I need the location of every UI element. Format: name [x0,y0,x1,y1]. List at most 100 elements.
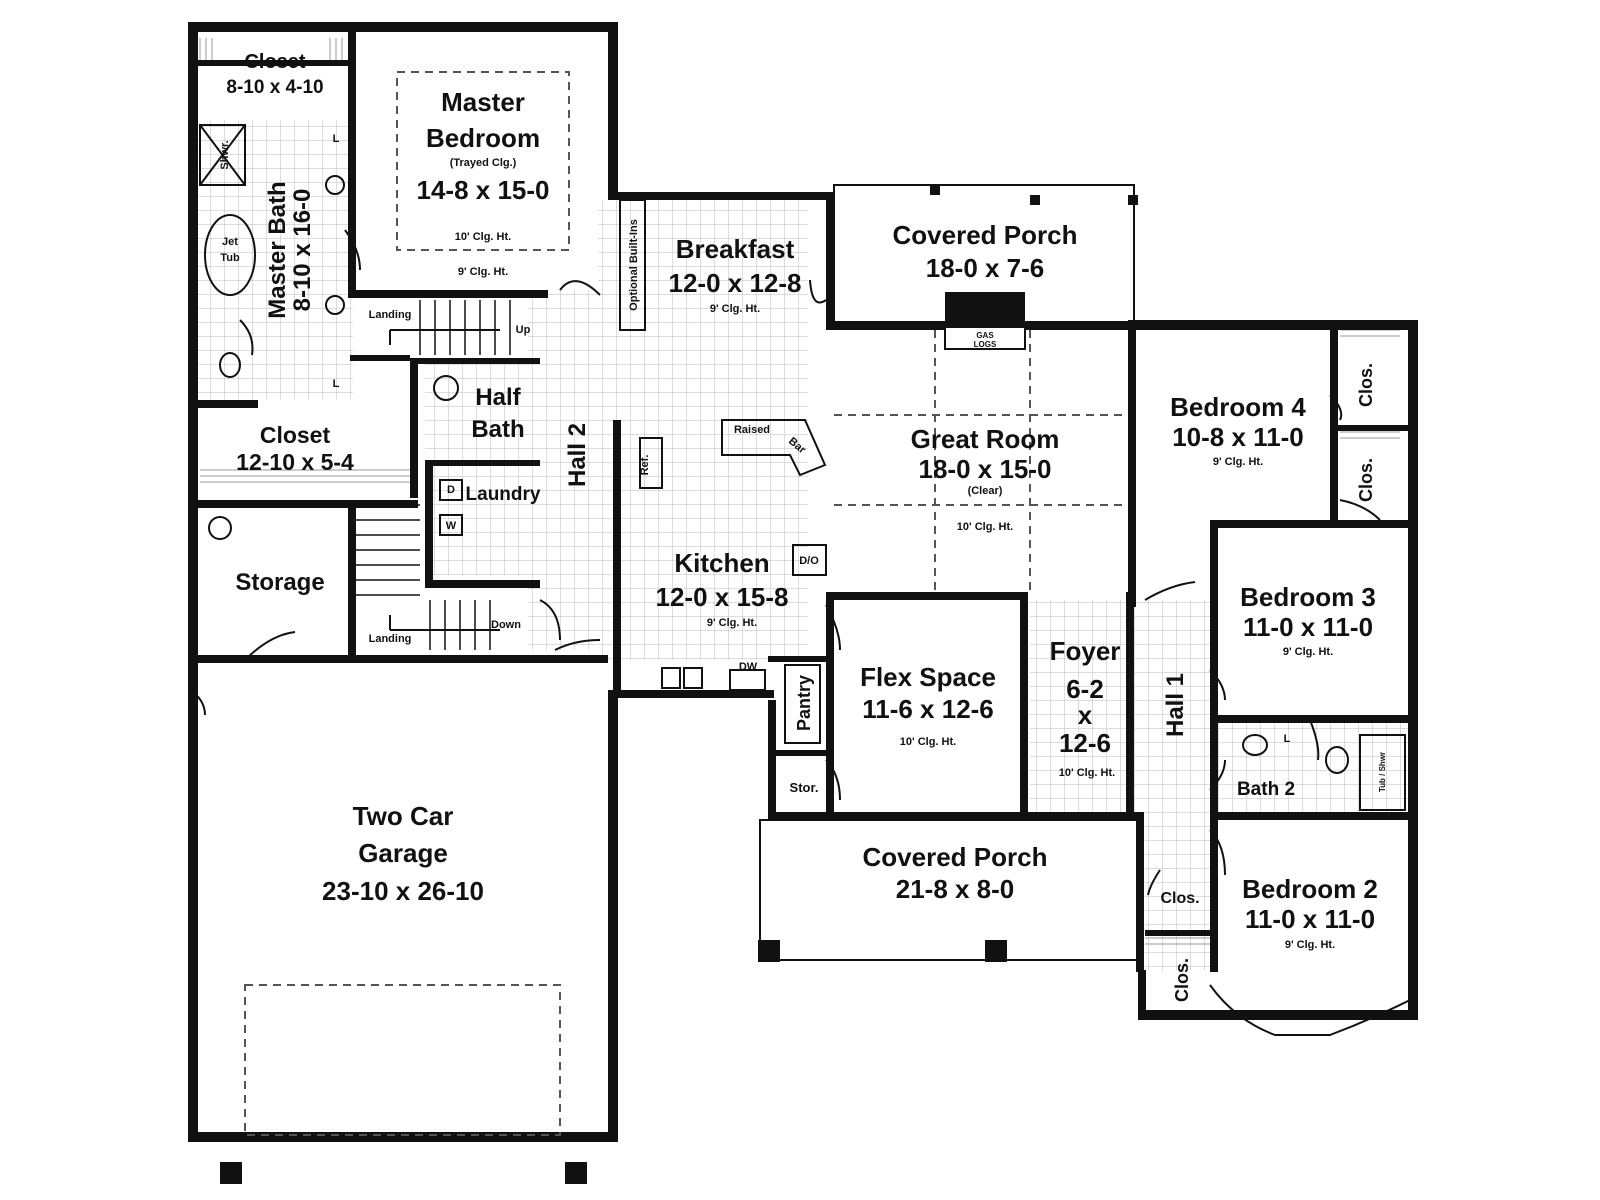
bedroom3-dims: 11-0 x 11-0 [1243,612,1373,642]
pantry-name: Pantry [794,675,814,731]
dryer-label: D [447,484,455,496]
washer-label: W [446,520,457,532]
bedroom4-name: Bedroom 4 [1170,392,1306,422]
dw-label: DW [739,661,758,673]
bath2-lav-label: L [1284,733,1291,745]
stair-labels: Landing Up Landing Down [369,309,531,645]
porch-outlines [220,184,1141,1184]
bedroom2-closet-b: Clos. [1172,958,1192,1002]
door-swings [189,229,1411,1036]
room-bath2: Bath 2 Tub / Shwr L [1237,733,1387,800]
room-laundry: Laundry D W [446,484,541,532]
closet-hall-name: Closet [260,422,331,448]
room-storage: Storage [235,569,324,596]
bedroom2-closet-a: Clos. [1160,890,1199,907]
room-closet-hall: Closet 12-10 x 5-4 [236,422,354,475]
lav-label-1: L [333,133,340,145]
bedroom3-ceiling: 9' Clg. Ht. [1283,646,1333,658]
bath2-name: Bath 2 [1237,779,1295,800]
master-bedroom-note: (Trayed Clg.) [450,157,517,169]
stor-name: Stor. [790,780,819,795]
walls [188,22,1418,1142]
master-bedroom-name-2: Bedroom [426,123,540,153]
room-foyer: Foyer 6-2 x 12-6 10' Clg. Ht. [1050,636,1121,779]
breakfast-name: Breakfast [676,234,795,264]
room-great-room: GAS LOGS Great Room 18-0 x 15-0 (Clear) … [911,331,1060,533]
storage-name: Storage [235,569,324,596]
foyer-name: Foyer [1050,636,1121,666]
closet-master-dims: 8-10 x 4-10 [226,77,323,98]
fixtures [199,124,1406,811]
stairs-up-label: Up [516,324,531,336]
room-half-bath: Half Bath [471,384,524,443]
half-bath-name-1: Half [475,384,521,411]
gas-logs-label-1: GAS [976,331,994,340]
room-pantry: Pantry [784,664,821,744]
kitchen-dims: 12-0 x 15-8 [656,582,789,612]
bedroom3-name: Bedroom 3 [1240,582,1376,612]
flex-space-name: Flex Space [860,662,996,692]
breakfast-dims: 12-0 x 12-8 [669,268,802,298]
room-breakfast: Breakfast 12-0 x 12-8 9' Clg. Ht. [669,234,802,315]
foyer-dims-2: x [1078,700,1093,730]
garage-name-2: Garage [358,838,448,868]
kitchen-name: Kitchen [674,548,769,578]
landing-top-label: Landing [369,309,412,321]
great-room-ceiling: 10' Clg. Ht. [957,521,1013,533]
built-ins-label: Optional Built-Ins [628,219,640,311]
covered-porch-rear-dims: 18-0 x 7-6 [926,253,1045,283]
stairs [356,300,511,650]
bedroom4-closet-b: Clos. [1356,458,1376,502]
room-stor: Stor. [790,780,819,795]
covered-porch-front-name: Covered Porch [863,842,1048,872]
optional-built-ins: Optional Built-Ins [619,199,646,331]
flex-space-ceiling: 10' Clg. Ht. [900,736,956,748]
bedroom4-ceiling: 9' Clg. Ht. [1213,456,1263,468]
half-bath-name-2: Bath [471,416,524,443]
room-closet-master: Closet 8-10 x 4-10 [226,51,323,98]
breakfast-ceiling: 9' Clg. Ht. [710,303,760,315]
bedroom2-name: Bedroom 2 [1242,874,1378,904]
master-bath-name: Master Bath [264,181,291,318]
garage-name-1: Two Car [353,801,454,831]
ref-label: Ref. [639,455,651,476]
great-room-note: (Clear) [968,485,1003,497]
master-bedroom-ceiling-outer: 9' Clg. Ht. [458,266,508,278]
raised-bar-label-1: Raised [734,424,770,436]
tub-shower-label: Tub / Shwr [1378,752,1387,792]
stairs-down-label: Down [491,619,521,631]
gas-logs-label-2: LOGS [974,340,997,349]
bedroom2-dims: 11-0 x 11-0 [1245,904,1375,934]
master-bath-dims: 8-10 x 16-0 [289,189,316,312]
closet-hall-dims: 12-10 x 5-4 [236,449,354,475]
room-hall1: Hall 1 [1162,673,1189,737]
room-master-bath: Master Bath 8-10 x 16-0 Shwr. Jet Tub L … [219,133,340,390]
covered-porch-front-dims: 21-8 x 8-0 [896,874,1015,904]
kitchen-ceiling: 9' Clg. Ht. [707,617,757,629]
laundry-name: Laundry [466,484,541,505]
room-covered-porch-rear: Covered Porch 18-0 x 7-6 [893,220,1078,283]
master-bedroom-dims: 14-8 x 15-0 [417,175,550,205]
flex-space-dims: 11-6 x 12-6 [862,694,994,724]
room-kitchen: Raised Bar Ref. D/O Kitchen 12-0 x 15-8 … [639,424,819,673]
landing-bottom-label: Landing [369,633,412,645]
master-bedroom-name-1: Master [441,87,525,117]
shower-label: Shwr. [219,140,231,169]
room-flex-space: Flex Space 11-6 x 12-6 10' Clg. Ht. [860,662,996,748]
master-bedroom-ceiling-inner: 10' Clg. Ht. [455,231,511,243]
bedroom4-closet-a: Clos. [1356,363,1376,407]
room-hall2: Hall 2 [564,423,591,487]
great-room-name: Great Room [911,424,1060,454]
bedroom2-ceiling: 9' Clg. Ht. [1285,939,1335,951]
hall1-name: Hall 1 [1162,673,1189,737]
covered-porch-rear-name: Covered Porch [893,220,1078,250]
tile-floors [198,120,1410,970]
closet-master-name: Closet [244,51,305,73]
jet-tub-label-2: Tub [220,252,240,264]
hall2-name: Hall 2 [564,423,591,487]
foyer-dims-3: 12-6 [1059,728,1111,758]
do-label: D/O [799,555,819,567]
room-master-bedroom: Master Bedroom (Trayed Clg.) 14-8 x 15-0… [417,87,550,278]
room-garage: Two Car Garage 23-10 x 26-10 [322,801,484,906]
